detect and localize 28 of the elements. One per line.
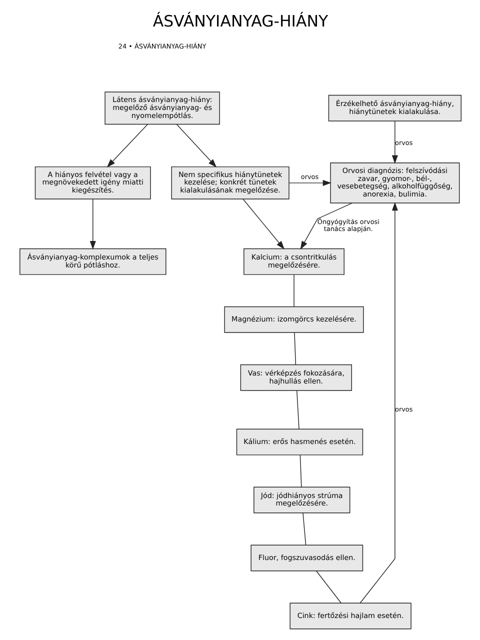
- node-box: Fluor, fogszuvasodás ellen.: [250, 544, 363, 572]
- arrow: [391, 120, 398, 164]
- node-box: Kálium: erős hasmenés esetén.: [236, 428, 363, 456]
- arrow: [106, 124, 148, 168]
- node-box: Orvosi diagnózis: felszívódási zavar, gyomor-, bél-, vesebetegség, alkoholfüggőség, anorexia, bulimia.: [330, 162, 460, 204]
- connector: [316, 570, 341, 604]
- node-box: Kalcium: a csontritkulás megelőzésére.: [243, 248, 344, 275]
- arrow: [300, 202, 352, 250]
- node-box: Magnézium: izomgörcs kezelésére.: [224, 306, 364, 333]
- connector: [299, 454, 302, 488]
- node-box: Érzékelhető ásványianyag-hiány, hiánytünetek kialakulása.: [328, 94, 461, 122]
- connector: [293, 274, 294, 308]
- connector: [302, 512, 306, 546]
- connector: [294, 332, 296, 366]
- node-box: Látens ásványianyag-hiány: megelőző ásványianyag- és nyomelempótlás.: [104, 92, 220, 125]
- node-box: A hiányos felvétel vagy a megnövekedett igény miatti kiegészítés.: [34, 166, 150, 200]
- arrow: [359, 202, 398, 604]
- arrow: [288, 180, 331, 186]
- node-box: Jód: jódhiányos strúma megelőzésére.: [253, 486, 350, 514]
- diagram-title: ÁSVÁNYIANYAG-HIÁNY: [152, 12, 328, 31]
- node-box: Nem specifikus hiánytünetek kezelése; konkrét tünetek kialakulásának megelőzése.: [170, 166, 289, 200]
- node-box: Cink: fertőzési hajlam esetén.: [289, 602, 411, 630]
- connector: [296, 390, 299, 430]
- node-box: Ásványianyag-komplexumok a teljes körű pótláshoz.: [19, 248, 166, 275]
- node-box: Vas: vérképzés fokozására, hajhullás ellen.: [240, 364, 352, 391]
- arrow: [242, 198, 284, 250]
- arrow: [89, 198, 96, 250]
- arrow: [176, 124, 216, 168]
